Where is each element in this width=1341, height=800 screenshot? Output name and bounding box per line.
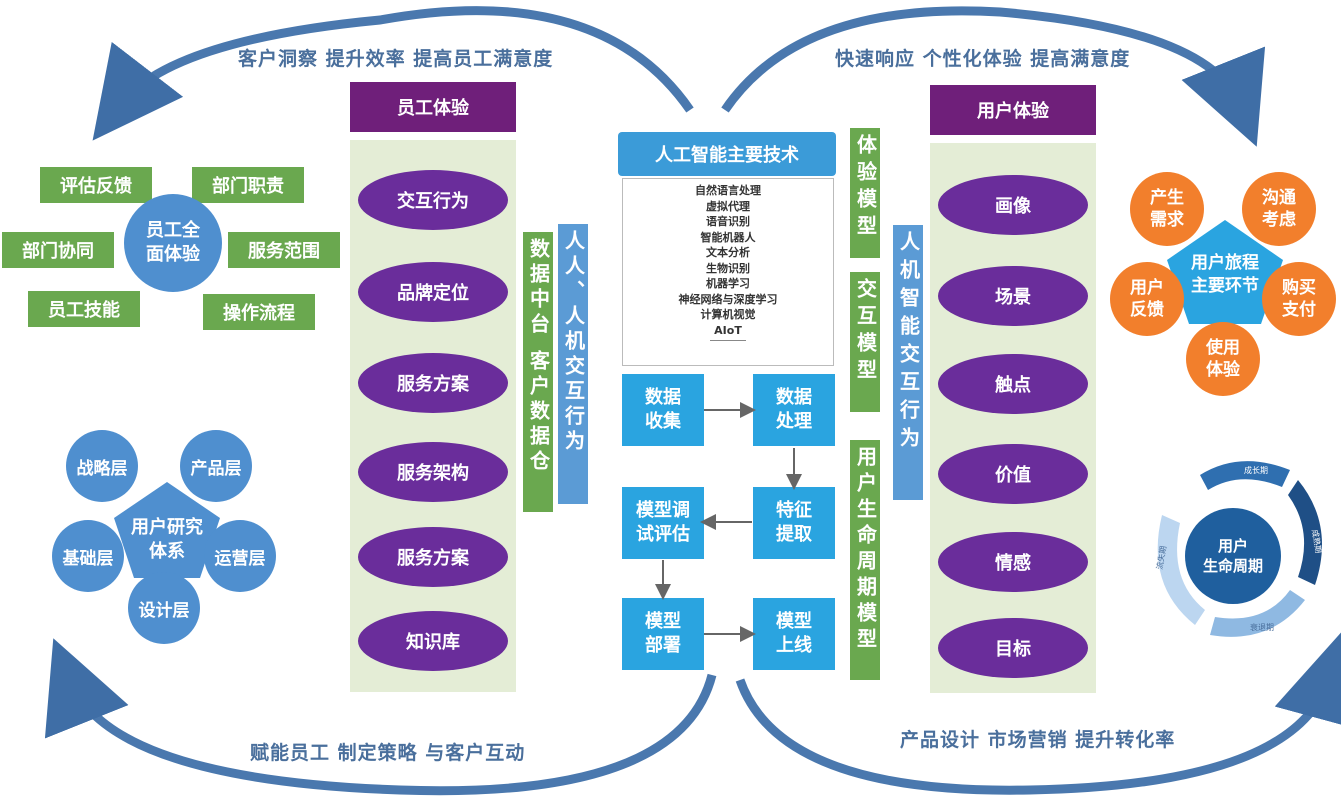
ai-tech-item: 智能机器人 — [700, 230, 756, 244]
box-dept-duty: 部门职责 — [192, 167, 304, 203]
bar-interact-model: 交互模型 — [850, 272, 880, 412]
employee-exp-title: 员工体验 — [350, 82, 516, 132]
ellipse-touchpoint: 触点 — [938, 354, 1088, 414]
arc-churn — [1157, 515, 1205, 625]
bar-hh-interaction: 人人、人机交互行为 — [558, 224, 588, 504]
layer-operation: 运营层 — [204, 520, 276, 592]
box-dept-collab: 部门协同 — [2, 232, 114, 268]
journey-usage: 使用 体验 — [1186, 322, 1260, 396]
bar-hci-text: 人机智能交互行为 — [896, 231, 921, 455]
arc-growth — [1200, 461, 1290, 490]
ellipse-interaction: 交互行为 — [358, 170, 508, 230]
ai-tech-item: 自然语言处理 — [695, 184, 761, 197]
caption-bottom-right: 产品设计 市场营销 提升转化率 — [900, 729, 1176, 751]
lifecycle-center: 用户 生命周期 — [1185, 508, 1281, 604]
journey-purchase: 购买 支付 — [1262, 262, 1336, 336]
bar-interact-model-text: 交互模型 — [853, 278, 878, 386]
ai-tech-item: AIoT — [714, 323, 742, 337]
arc-decline — [1210, 590, 1305, 637]
bar-exp-model: 体验模型 — [850, 128, 880, 258]
flow-arrows — [655, 402, 802, 642]
journey-demand: 产生 需求 — [1130, 172, 1204, 246]
ai-tech-item: 生物识别 — [706, 261, 750, 275]
arc-bottom-left — [45, 638, 717, 796]
box-eval-feedback: 评估反馈 — [40, 167, 152, 203]
box-staff-skill: 员工技能 — [28, 291, 140, 327]
bar-data-platform: 数据中台 客户数据仓 — [523, 232, 553, 512]
research-center-label: 用户研究 体系 — [131, 517, 203, 562]
ai-tech-item: 机器学习 — [706, 277, 750, 290]
arc-top-right — [721, 6, 1266, 147]
journey-feedback: 用户 反馈 — [1110, 262, 1184, 336]
label-growth: 成长期 — [1244, 465, 1268, 475]
label-decline: 衰退期 — [1250, 622, 1274, 632]
layer-base: 基础层 — [52, 520, 124, 592]
flow-data-process: 数据 处理 — [753, 374, 835, 446]
journey-consider: 沟通 考虑 — [1242, 172, 1316, 246]
flow-model-debug: 模型调 试评估 — [622, 487, 704, 559]
bar-lifecycle-model: 用户生命周期模型 — [850, 440, 880, 680]
caption-bottom-left: 赋能员工 制定策略 与客户互动 — [250, 742, 526, 764]
employee-full-center: 员工全 面体验 — [124, 194, 222, 292]
ai-tech-item: 语音识别 — [706, 215, 750, 228]
ellipse-knowledge: 知识库 — [358, 611, 508, 671]
label-churn: 流失期 — [1154, 545, 1168, 570]
research-pentagon — [114, 482, 220, 578]
layer-product: 产品层 — [180, 430, 252, 502]
employee-exp-panel — [350, 140, 516, 692]
ellipse-service-arch: 服务架构 — [358, 442, 508, 502]
ellipse-goal: 目标 — [938, 618, 1088, 678]
journey-pentagon — [1167, 220, 1283, 324]
flow-data-collect: 数据 收集 — [622, 374, 704, 446]
bar-hh-interaction-text: 人人、人机交互行为 — [561, 230, 586, 455]
ai-tech-item: 文本分析 — [706, 246, 750, 259]
arc-top-left — [92, 6, 694, 141]
bar-hci: 人机智能交互行为 — [893, 225, 923, 500]
box-service-scope: 服务范围 — [228, 232, 340, 268]
flow-model-online: 模型 上线 — [753, 598, 835, 670]
ai-tech-item: 虚拟代理 — [706, 199, 750, 213]
label-mature: 成熟期 — [1310, 529, 1324, 554]
ai-header: 人工智能主要技术 — [618, 132, 836, 176]
ai-tech-item: 神经网络与深度学习 — [678, 292, 778, 306]
ellipse-scene: 场景 — [938, 266, 1088, 326]
ellipse-service-plan-2: 服务方案 — [358, 527, 508, 587]
ellipse-service-plan: 服务方案 — [358, 353, 508, 413]
bar-data-platform-text: 数据中台 客户数据仓 — [526, 238, 551, 475]
lifecycle-wheel: 成长期 成熟期 衰退期 流失期 — [1154, 461, 1324, 637]
arc-mature — [1288, 480, 1323, 585]
flow-model-deploy: 模型 部署 — [622, 598, 704, 670]
flow-feature-extract: 特征 提取 — [753, 487, 835, 559]
ellipse-persona: 画像 — [938, 175, 1088, 235]
bar-exp-model-text: 体验模型 — [853, 134, 878, 242]
ellipse-emotion: 情感 — [938, 532, 1088, 592]
caption-top-right: 快速响应 个性化体验 提高满意度 — [835, 48, 1131, 70]
ellipse-value: 价值 — [938, 444, 1088, 504]
ai-tech-list: 自然语言处理 虚拟代理 语音识别 智能机器人 文本分析 生物识别 机器学习 神经… — [622, 178, 834, 366]
layer-strategy: 战略层 — [66, 430, 138, 502]
layer-design: 设计层 — [128, 572, 200, 644]
ai-tech-item: 计算机视觉 — [700, 308, 756, 321]
user-exp-title: 用户体验 — [930, 85, 1096, 135]
caption-top-left: 客户洞察 提升效率 提高员工满意度 — [238, 48, 554, 70]
bar-lifecycle-model-text: 用户生命周期模型 — [853, 446, 878, 654]
box-operation: 操作流程 — [203, 294, 315, 330]
arc-bottom-right — [735, 631, 1341, 795]
ellipse-brand: 品牌定位 — [358, 262, 508, 322]
journey-center-label: 用户旅程 主要环节 — [1191, 253, 1259, 296]
